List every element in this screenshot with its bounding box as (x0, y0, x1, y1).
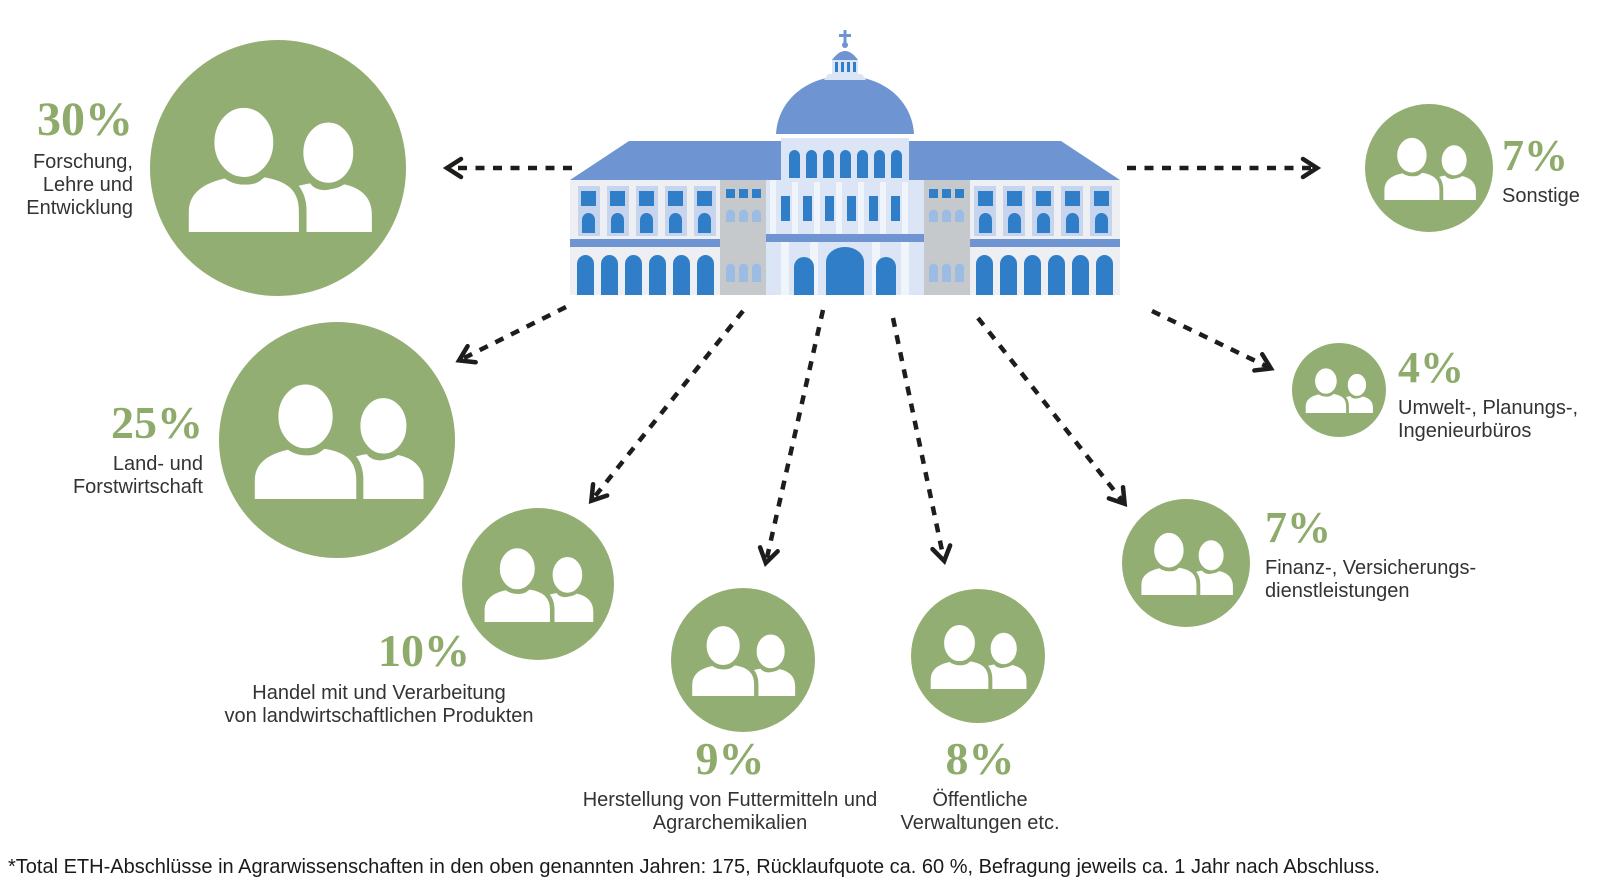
circle-environment (1292, 343, 1386, 437)
eth-main-building-icon (570, 30, 1120, 295)
percent-feed: 9% (695, 733, 765, 784)
percent-other: 7% (1502, 131, 1568, 180)
building-cupola (824, 30, 866, 80)
percent-trade: 10% (378, 625, 470, 676)
footnote: *Total ETH-Abschlüsse in Agrarwissenscha… (8, 856, 1380, 878)
people-icon (1137, 531, 1235, 595)
label-environment: Umwelt-, Planungs-, Ingenieurbüros (1398, 397, 1579, 443)
circle-public (911, 589, 1045, 723)
item-public: 8% Öffentliche Verwaltungen etc. (830, 736, 1130, 835)
arrow-to-public (890, 317, 953, 566)
percent-environment: 4% (1398, 343, 1464, 392)
percent-public: 8% (945, 733, 1015, 784)
circle-other (1365, 104, 1493, 232)
people-icon (243, 381, 432, 499)
arrow-to-environment (1151, 308, 1275, 373)
label-research: Forschung, Lehre und Entwicklung (26, 151, 133, 220)
item-finance: 7% Finanz-, Versicherungs- dienstleistun… (1265, 506, 1476, 603)
arrow-to-finance (976, 316, 1128, 508)
percent-research: 30% (37, 93, 133, 146)
label-agriculture: Land- und Forstwirtschaft (72, 453, 203, 499)
arrow-to-feed (757, 309, 826, 568)
label-other: Sonstige (1502, 185, 1580, 207)
item-feed: 9% Herstellung von Futtermitteln und Agr… (555, 736, 905, 835)
item-trade-percent: 10% (378, 628, 470, 674)
people-icon (1380, 136, 1478, 200)
circle-finance (1122, 499, 1250, 627)
item-research: 30% Forschung, Lehre und Entwicklung (26, 96, 133, 221)
building-entrance-arch (826, 247, 864, 295)
percent-agriculture: 25% (111, 397, 203, 448)
arrow-to-agriculture (455, 304, 568, 365)
item-environment: 4% Umwelt-, Planungs-, Ingenieurbüros (1398, 346, 1578, 443)
item-agriculture: 25% Land- und Forstwirtschaft (73, 400, 203, 499)
building-wing (570, 180, 766, 295)
circle-trade (462, 508, 614, 660)
label-finance: Finanz-, Versicherungs- dienstleistungen (1265, 557, 1477, 603)
building-drum (781, 138, 909, 182)
label-public: Öffentliche Verwaltungen etc. (900, 789, 1060, 835)
people-icon (477, 546, 599, 622)
people-icon (924, 623, 1031, 690)
item-other: 7% Sonstige (1502, 134, 1580, 208)
circle-agriculture (219, 322, 455, 558)
item-trade-label: Handel mit und Verarbeitung von landwirt… (196, 682, 562, 728)
people-icon (176, 104, 381, 232)
percent-finance: 7% (1265, 503, 1331, 552)
label-trade: Handel mit und Verarbeitung von landwirt… (224, 682, 534, 728)
circle-feed (671, 588, 815, 732)
building-center-pavilion (766, 180, 924, 295)
label-feed: Herstellung von Futtermitteln und Agrarc… (582, 789, 878, 835)
building-dome (776, 76, 914, 134)
circle-research (150, 40, 406, 296)
people-icon (685, 624, 800, 696)
arrow-to-trade (588, 309, 745, 505)
people-icon (1303, 366, 1375, 414)
